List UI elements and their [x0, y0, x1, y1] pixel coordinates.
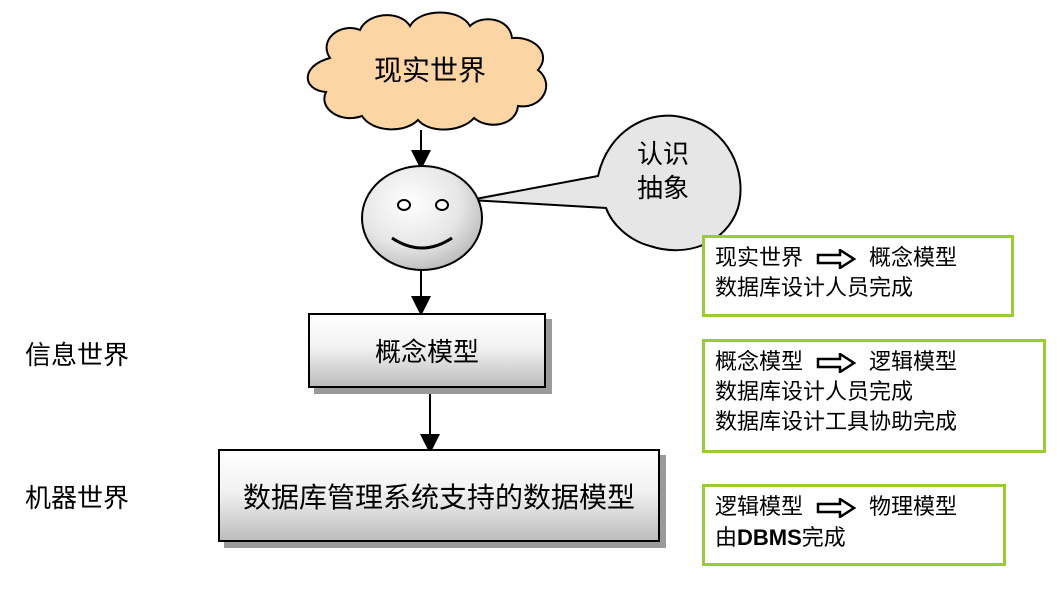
- double-right-arrow-icon: [816, 249, 857, 269]
- note2-line3: 数据库设计工具协助完成: [715, 410, 958, 435]
- note2-line2: 数据库设计人员完成: [715, 380, 914, 405]
- note3-prefix: 由: [715, 526, 738, 551]
- real-world-label: 现实世界: [373, 54, 486, 87]
- note3-from: 逻辑模型: [715, 495, 804, 520]
- smiley-face-icon: [361, 165, 483, 271]
- conceptual-model-label: 概念模型: [374, 338, 479, 368]
- note2-line1: 概念模型 逻辑模型: [715, 348, 1033, 378]
- note3-to: 物理模型: [869, 495, 958, 520]
- note1-to: 概念模型: [869, 246, 958, 271]
- real-world-cloud: [306, 11, 548, 131]
- double-right-arrow-icon: [816, 498, 857, 518]
- note-real-to-concept: 现实世界 概念模型 数据库设计人员完成: [702, 235, 1014, 317]
- bubble-text: 认识 抽象: [618, 138, 708, 206]
- conceptual-model-box: 概念模型: [308, 313, 546, 388]
- note1-line2: 数据库设计人员完成: [715, 276, 914, 301]
- info-world-label: 信息世界: [25, 341, 130, 371]
- note3-dbms: DBMS: [737, 525, 802, 550]
- machine-world-label: 机器世界: [25, 484, 130, 514]
- note-concept-to-logical: 概念模型 逻辑模型 数据库设计人员完成 数据库设计工具协助完成: [702, 339, 1046, 453]
- note1-line1: 现实世界 概念模型: [715, 244, 1001, 274]
- dbms-model-box: 数据库管理系统支持的数据模型: [218, 449, 660, 542]
- double-right-arrow-icon: [816, 353, 857, 373]
- bubble-line-2: 抽象: [636, 174, 689, 204]
- note3-suffix: 完成: [801, 526, 846, 551]
- dbms-model-label: 数据库管理系统支持的数据模型: [242, 480, 635, 514]
- note2-from: 概念模型: [715, 350, 804, 375]
- note-logical-to-physical: 逻辑模型 物理模型 由DBMS完成: [702, 484, 1006, 566]
- note1-from: 现实世界: [715, 246, 804, 271]
- thought-bubble: [469, 114, 742, 252]
- note3-line1: 逻辑模型 物理模型: [715, 493, 993, 523]
- note3-line2: 由DBMS完成: [715, 523, 993, 554]
- bubble-line-1: 认识: [636, 140, 689, 170]
- note2-to: 逻辑模型: [869, 350, 958, 375]
